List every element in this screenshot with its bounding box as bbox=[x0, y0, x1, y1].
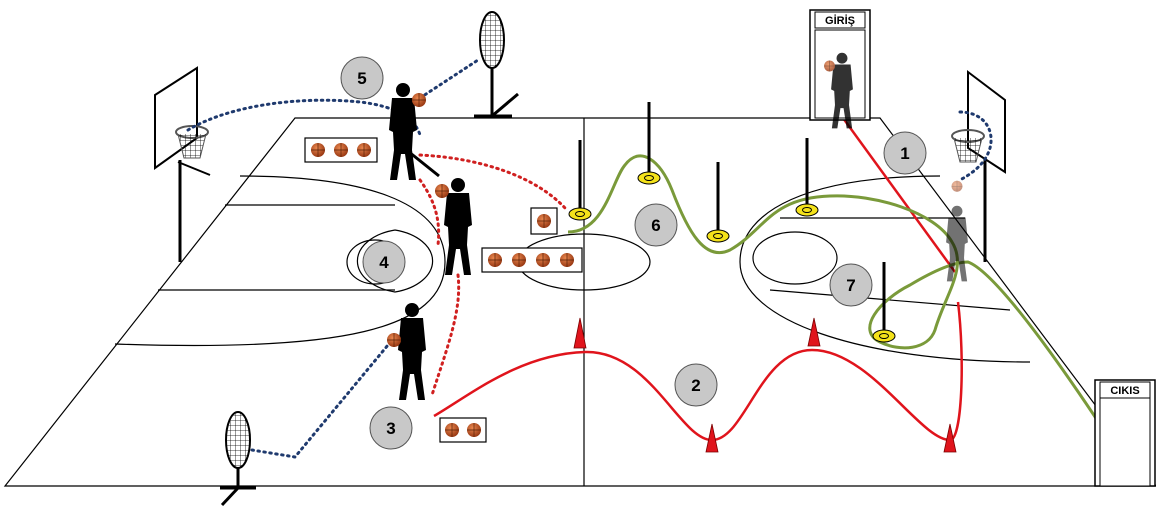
svg-text:2: 2 bbox=[691, 376, 700, 395]
right-restricted-area bbox=[752, 231, 838, 285]
station-marker: 4 bbox=[362, 240, 406, 284]
right-three-point-arc bbox=[739, 175, 1031, 363]
basketball-hoop-icon bbox=[154, 66, 211, 262]
svg-text:6: 6 bbox=[651, 216, 660, 235]
pole-target-icon bbox=[706, 162, 730, 243]
pole-target-icon bbox=[872, 262, 896, 343]
exit-door-label: CIKIS bbox=[1110, 385, 1139, 397]
shot-path bbox=[418, 153, 567, 397]
entry-door: GİRİŞ bbox=[809, 9, 871, 129]
pole-target-icon bbox=[568, 140, 592, 221]
cone-icon bbox=[705, 423, 719, 453]
left-key bbox=[158, 204, 395, 291]
exit-door: CIKIS bbox=[1094, 379, 1156, 487]
rebounder-net-icon bbox=[474, 11, 519, 118]
entry-door-label: GİRİŞ bbox=[825, 14, 855, 27]
player-silhouette-icon bbox=[386, 303, 426, 400]
station-marker: 2 bbox=[674, 363, 718, 407]
svg-text:4: 4 bbox=[379, 253, 389, 272]
ball-rack-icon bbox=[439, 417, 487, 443]
pole-target-icon bbox=[637, 102, 661, 185]
pole-target-icon bbox=[795, 138, 819, 217]
svg-text:1: 1 bbox=[900, 144, 909, 163]
ball-rack-icon bbox=[530, 207, 558, 235]
ball-rack-icon bbox=[481, 247, 583, 273]
station-marker: 6 bbox=[634, 203, 678, 247]
svg-text:5: 5 bbox=[357, 69, 366, 88]
svg-text:7: 7 bbox=[846, 276, 855, 295]
cone-icon bbox=[573, 317, 587, 349]
svg-text:3: 3 bbox=[386, 419, 395, 438]
station-marker: 1 bbox=[883, 131, 927, 175]
basketball-hoop-icon bbox=[951, 69, 1006, 262]
court bbox=[3, 117, 1156, 487]
player-silhouette-icon bbox=[434, 178, 472, 275]
rebounder-net-icon bbox=[220, 411, 256, 507]
station-marker: 5 bbox=[340, 56, 384, 100]
right-key bbox=[769, 217, 1011, 311]
cone-icon bbox=[943, 423, 957, 453]
left-free-throw-circle bbox=[356, 229, 434, 293]
player-silhouette-icon bbox=[389, 83, 440, 180]
left-three-point-arc bbox=[114, 175, 446, 347]
cone-icon bbox=[807, 317, 821, 347]
ball-rack-icon bbox=[304, 137, 378, 163]
court-outline bbox=[3, 117, 1156, 487]
station-marker: 3 bbox=[369, 406, 413, 450]
station-marker: 7 bbox=[829, 263, 873, 307]
